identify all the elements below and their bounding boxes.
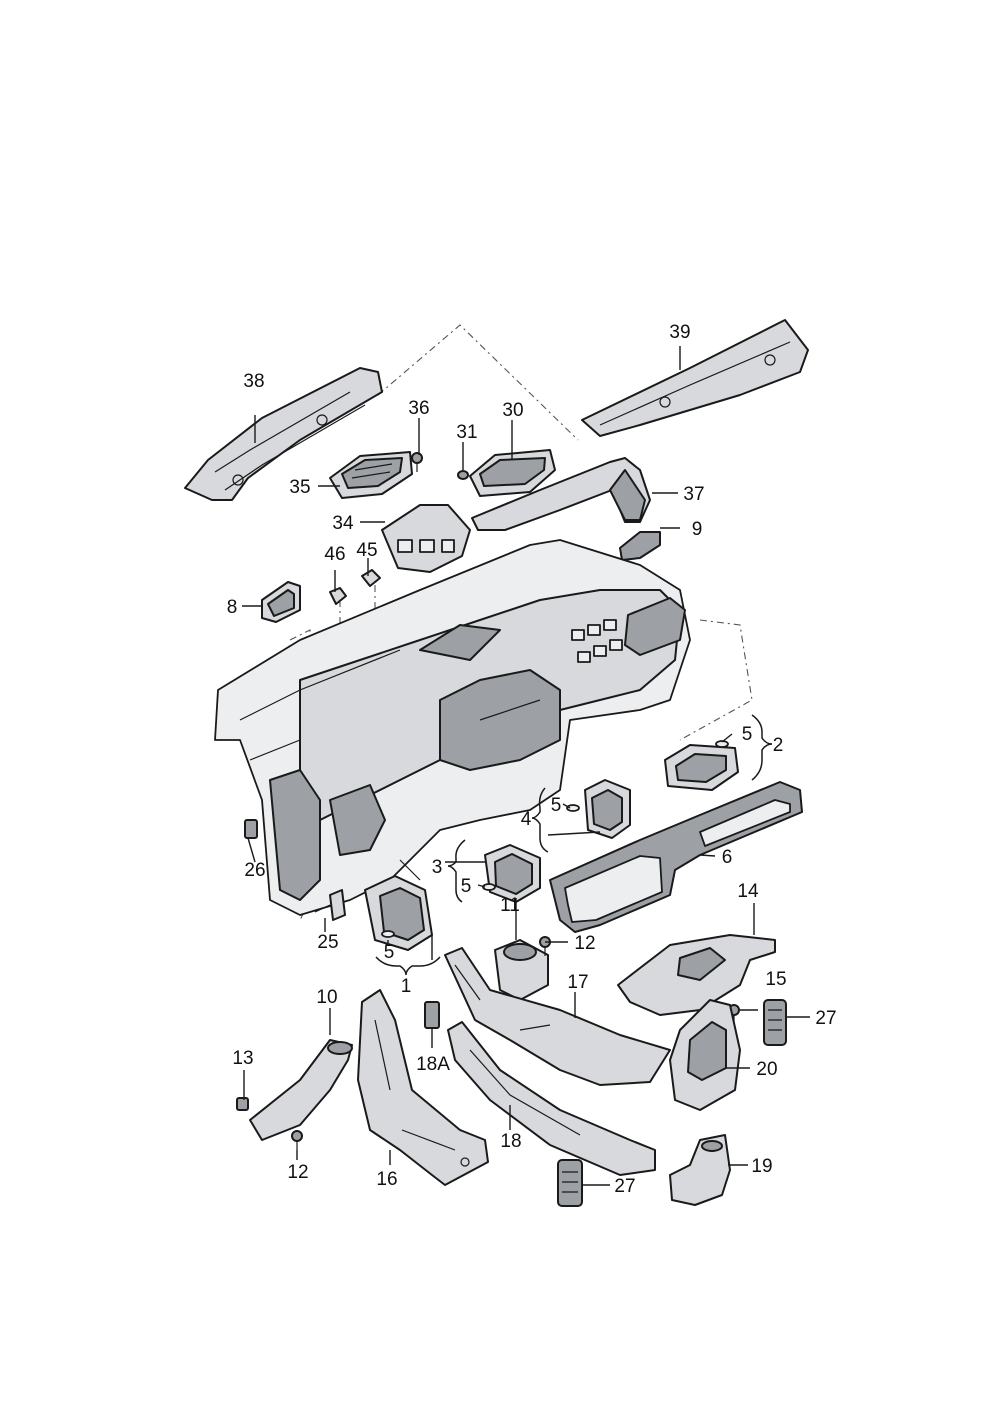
part-25-bolt xyxy=(314,889,346,921)
callout-37: 37 xyxy=(683,484,704,505)
callout-17: 17 xyxy=(567,972,588,993)
part-34-bracket xyxy=(381,504,471,573)
callout-30: 30 xyxy=(502,400,523,421)
part-19-bracket xyxy=(669,1134,731,1206)
callout-3: 3 xyxy=(432,857,443,878)
part-45-clip xyxy=(361,569,381,587)
part-27-insert-right xyxy=(763,999,787,1046)
callout-15: 15 xyxy=(765,969,786,990)
callout-36: 36 xyxy=(408,398,429,419)
callout-5c: 5 xyxy=(461,876,472,897)
part-31-clip xyxy=(457,470,469,480)
callout-6: 6 xyxy=(722,847,733,868)
part-11-cup-holder xyxy=(494,939,549,1001)
part-8-side-vent xyxy=(261,581,301,623)
callout-18: 18 xyxy=(500,1131,521,1152)
grouping-braces xyxy=(375,714,773,976)
callout-35: 35 xyxy=(289,477,310,498)
callout-12a: 12 xyxy=(574,933,595,954)
callout-27a: 27 xyxy=(815,1008,836,1029)
callout-18A: 18A xyxy=(416,1054,450,1075)
part-20-rear-vent xyxy=(669,999,741,1111)
switch-panel xyxy=(571,597,686,663)
callout-25: 25 xyxy=(317,932,338,953)
callout-5d: 5 xyxy=(384,942,395,963)
part-46-clip xyxy=(329,587,347,605)
callout-38: 38 xyxy=(243,371,264,392)
part-4-vent xyxy=(584,779,631,839)
callout-1: 1 xyxy=(401,976,412,997)
callout-11: 11 xyxy=(500,895,520,916)
part-9-small-vent xyxy=(619,531,661,561)
part-17-air-duct xyxy=(444,947,671,1086)
part-1-vent xyxy=(364,875,433,951)
callout-10: 10 xyxy=(316,987,337,1008)
part-18-air-duct xyxy=(447,1021,656,1176)
part-30-center-vent xyxy=(469,449,556,497)
callout-16: 16 xyxy=(376,1169,397,1190)
part-14-trim-panel xyxy=(617,934,776,1016)
callout-5b: 5 xyxy=(551,795,562,816)
callout-34: 34 xyxy=(332,513,354,534)
part-16-duct xyxy=(357,989,489,1186)
part-12-screw-lower xyxy=(291,1130,303,1150)
part-36-screw xyxy=(411,452,423,472)
callout-26: 26 xyxy=(244,860,265,881)
part-13-clip xyxy=(236,1097,249,1111)
part-3-vent xyxy=(484,844,541,903)
callout-45: 45 xyxy=(356,540,377,561)
part-37-cover xyxy=(471,457,651,531)
part-2-right-vent xyxy=(664,744,739,791)
part-35-vent-housing xyxy=(329,451,413,499)
callout-39: 39 xyxy=(669,322,690,343)
callout-14: 14 xyxy=(737,881,759,902)
callout-4: 4 xyxy=(521,809,532,830)
part-26-clip xyxy=(244,819,258,839)
callout-31: 31 xyxy=(456,422,477,443)
callout-8: 8 xyxy=(227,597,238,618)
callout-46: 46 xyxy=(324,544,345,565)
part-10-duct xyxy=(249,1039,353,1141)
part-18A-clip xyxy=(424,1001,440,1029)
dashboard-carrier xyxy=(214,539,691,916)
callout-13: 13 xyxy=(232,1048,253,1069)
callout-5a: 5 xyxy=(742,724,753,745)
callout-2: 2 xyxy=(773,735,784,756)
part-27-insert-lower xyxy=(557,1159,583,1207)
part-38-left-plenum-panel xyxy=(184,367,383,501)
callout-9: 9 xyxy=(692,519,703,540)
part-39-right-plenum-panel xyxy=(581,319,809,437)
callout-27b: 27 xyxy=(614,1176,635,1197)
washers-5 xyxy=(381,740,729,938)
callout-12b: 12 xyxy=(287,1162,308,1183)
leader-lines xyxy=(242,346,810,1186)
callout-19: 19 xyxy=(751,1156,772,1177)
callout-20: 20 xyxy=(756,1059,777,1080)
callout-labels: 38 39 36 31 30 35 37 34 9 46 45 8 5 2 5 … xyxy=(227,322,837,1197)
part-6-trim-frame xyxy=(549,781,803,933)
